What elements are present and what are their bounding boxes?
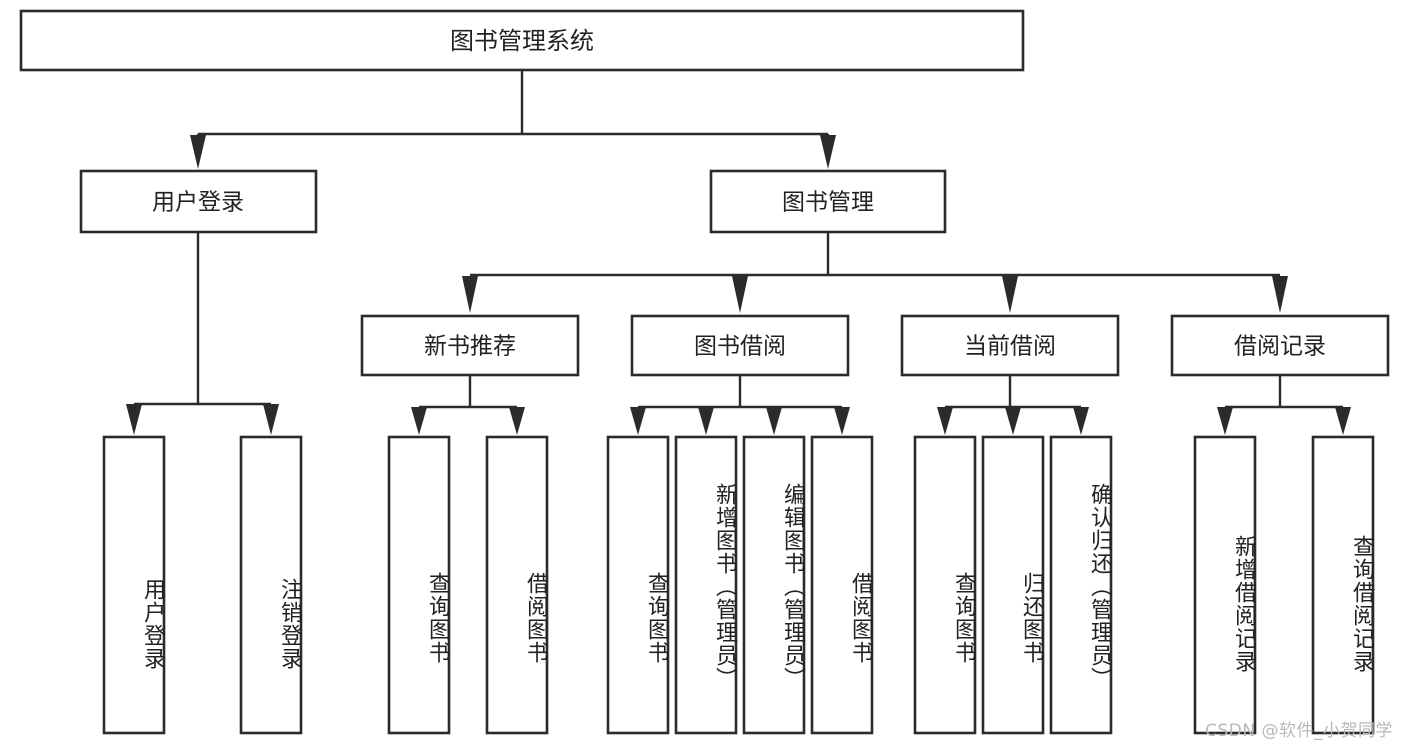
node-root-label: 图书管理系统 (450, 27, 594, 55)
node-leaf-bb-add-book-box[interactable] (674, 435, 738, 735)
node-leaf-nbr-query-book-box[interactable] (387, 435, 451, 735)
node-borrow-record[interactable]: 借阅记录 (1170, 314, 1390, 377)
node-current-borrow-label: 当前借阅 (964, 334, 1056, 360)
node-leaf-nbr-borrow-book-box[interactable] (485, 435, 549, 735)
node-leaf-cb-confirm-return-box[interactable] (1049, 435, 1113, 735)
node-user-login[interactable]: 用户登录 (79, 169, 318, 234)
arrowhead-bb-edit-book (766, 407, 782, 435)
node-new-book-recommend[interactable]: 新书推荐 (360, 314, 580, 377)
connector-group-root (190, 70, 836, 169)
node-borrow-record-box[interactable] (1170, 314, 1390, 377)
node-book-manage-label: 图书管理 (782, 190, 874, 216)
node-root-box[interactable] (19, 9, 1025, 72)
arrowhead-bb-query-book (630, 407, 646, 435)
connector-group-book-manage (462, 232, 1288, 313)
node-book-borrow[interactable]: 图书借阅 (630, 314, 850, 377)
arrowhead-bb-add-book (698, 407, 714, 435)
node-book-borrow-label: 图书借阅 (694, 334, 786, 360)
node-leaf-bb-borrow-book-box[interactable] (810, 435, 874, 735)
arrowhead-leaf-user-login (126, 404, 142, 435)
node-leaf-br-add-record-box[interactable] (1193, 435, 1257, 735)
arrowhead-book-manage (820, 135, 836, 169)
node-leaf-cb-return-book-box[interactable] (981, 435, 1045, 735)
connector-group-borrow-record (1217, 375, 1351, 435)
arrowhead-br-add-record (1217, 407, 1233, 435)
arrowhead-book-borrow (732, 276, 748, 313)
arrowhead-new-book-recommend (462, 276, 478, 313)
node-leaf-br-query-record-box[interactable] (1311, 435, 1375, 735)
node-user-login-label: 用户登录 (152, 190, 244, 216)
arrowhead-cb-confirm-return (1073, 407, 1089, 435)
node-current-borrow-box[interactable] (900, 314, 1120, 377)
arrowhead-borrow-record (1272, 276, 1288, 313)
node-root[interactable]: 图书管理系统 (19, 9, 1025, 72)
connector-group-current-borrow (937, 375, 1089, 435)
connector-group-book-borrow (630, 375, 850, 435)
node-leaf-user-login-box[interactable] (102, 435, 166, 735)
connector-group-user-login (126, 232, 279, 435)
watermark-text: CSDN @软件_小贺同学 (1205, 721, 1393, 741)
arrowhead-br-query-record (1335, 407, 1351, 435)
arrowhead-bb-borrow-book (834, 407, 850, 435)
node-leaf-user-logout-box[interactable] (239, 435, 303, 735)
arrowhead-cb-query-book (937, 407, 953, 435)
node-leaf-bb-query-book-box[interactable] (606, 435, 670, 735)
node-user-login-box[interactable] (79, 169, 318, 234)
node-new-book-recommend-label: 新书推荐 (424, 334, 516, 360)
arrowhead-nbr-query-book (411, 407, 427, 435)
node-book-borrow-box[interactable] (630, 314, 850, 377)
node-current-borrow[interactable]: 当前借阅 (900, 314, 1120, 377)
arrowhead-user-login (190, 135, 206, 169)
node-borrow-record-label: 借阅记录 (1234, 334, 1326, 360)
node-book-manage[interactable]: 图书管理 (709, 169, 947, 234)
node-leaf-cb-query-book-box[interactable] (913, 435, 977, 735)
arrowhead-cb-return-book (1005, 407, 1021, 435)
arrowhead-nbr-borrow-book (509, 407, 525, 435)
arrowhead-leaf-user-logout (263, 404, 279, 435)
node-new-book-recommend-box[interactable] (360, 314, 580, 377)
arrowhead-current-borrow (1002, 276, 1018, 313)
node-book-manage-box[interactable] (709, 169, 947, 234)
node-leaf-bb-edit-book-box[interactable] (742, 435, 806, 735)
connector-group-new-book-recommend (411, 375, 525, 435)
